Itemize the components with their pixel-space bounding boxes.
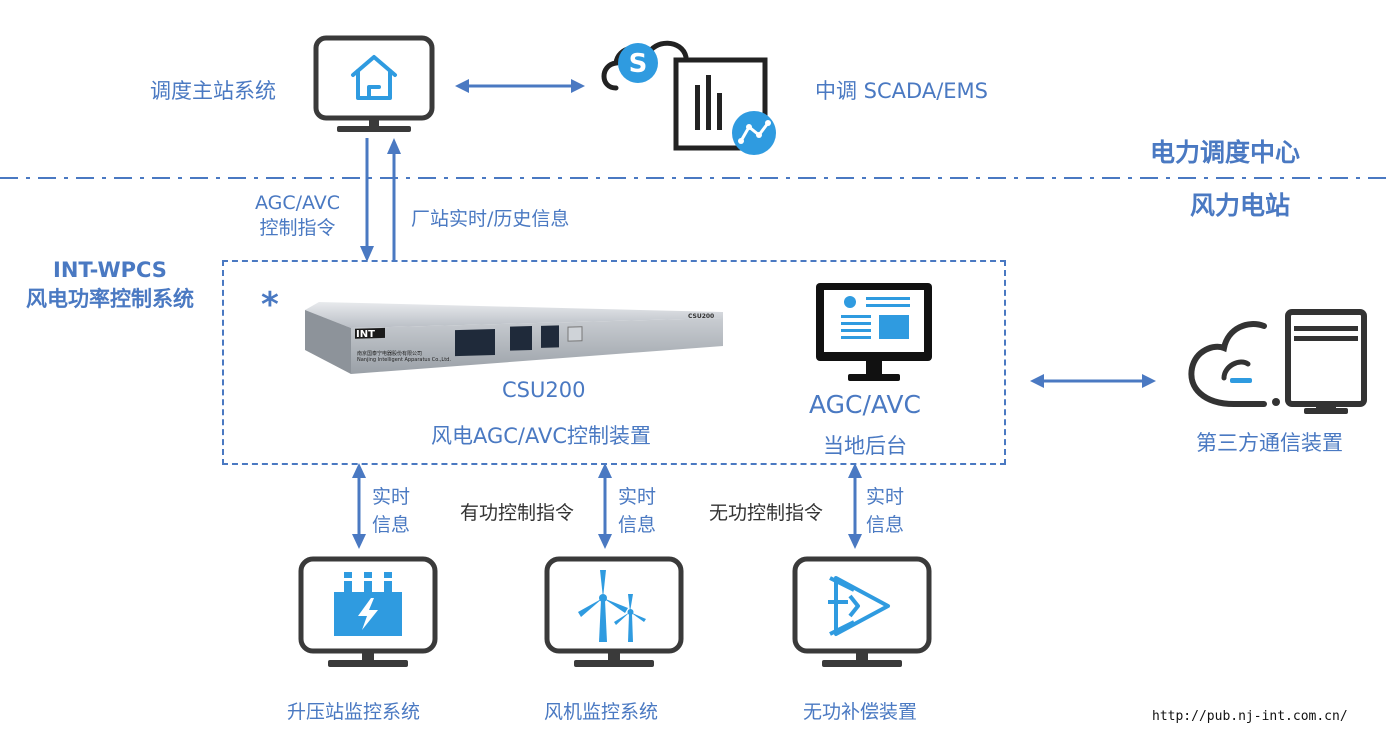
substation-label: 升压站监控系统 [287, 701, 421, 723]
transformer-icon [334, 572, 402, 636]
home-icon [351, 55, 397, 100]
local-backend-monitor [816, 283, 932, 381]
csu200-device-image [305, 302, 723, 374]
turbine-monitor [544, 556, 684, 667]
asterisk-mark: * [261, 285, 279, 325]
substation-arrow [352, 463, 366, 549]
scada-label: 中调 SCADA/EMS [815, 79, 988, 103]
scada-icon: S [601, 40, 776, 155]
footer-url[interactable]: http://pub.nj-int.com.cn/ [1152, 709, 1348, 724]
compensation-label: 无功补偿装置 [803, 701, 918, 723]
third-party-device-icon [1188, 309, 1367, 414]
substation-realtime-label: 实时 信息 [372, 483, 410, 539]
substation-monitor [298, 556, 438, 667]
turbine-arrow [598, 463, 612, 549]
system-title: INT-WPCS 风电功率控制系统 [5, 256, 215, 314]
turbine-realtime-label: 实时 信息 [618, 483, 656, 539]
third-party-double-arrow [1030, 374, 1156, 388]
compensation-icon [828, 576, 890, 636]
system-title-line2: 风电功率控制系统 [26, 287, 194, 311]
substation-realtime-line2: 信息 [372, 514, 411, 536]
substation-realtime-line1: 实时 [372, 486, 411, 508]
wind-turbine-icon [578, 570, 646, 642]
agc-avc-command-label: AGC/AVC 控制指令 [245, 191, 350, 241]
svg-text:S: S [629, 49, 648, 79]
dispatch-master-monitor [313, 35, 435, 132]
device-company-cn: 南京国泰宁电器股份有限公司 [357, 351, 423, 357]
csu200-description: 风电AGC/AVC控制装置 [431, 424, 652, 448]
master-down-up-arrows [360, 138, 401, 262]
backend-name-line1: AGC/AVC [809, 390, 921, 419]
wind-station-title: 风力电站 [1190, 191, 1291, 220]
compensation-monitor [792, 556, 932, 667]
active-command-label: 有功控制指令 [460, 502, 575, 524]
device-model-tag: CSU200 [688, 313, 715, 320]
system-boundary-box [222, 260, 1006, 465]
device-brand-text: INT [356, 329, 375, 340]
plant-info-label: 厂站实时/历史信息 [411, 208, 570, 230]
agc-avc-command-line1: AGC/AVC [254, 192, 341, 214]
turbine-realtime-line2: 信息 [618, 514, 657, 536]
system-title-line1: INT-WPCS [53, 258, 167, 282]
turbine-realtime-line1: 实时 [618, 486, 657, 508]
compensation-realtime-label: 实时 信息 [866, 483, 904, 539]
third-party-label: 第三方通信装置 [1196, 431, 1343, 455]
agc-avc-command-line2: 控制指令 [259, 217, 336, 239]
compensation-realtime-line1: 实时 [866, 486, 905, 508]
reactive-command-label: 无功控制指令 [709, 502, 824, 524]
dispatch-master-label: 调度主站系统 [150, 79, 276, 103]
csu200-name: CSU200 [502, 378, 586, 402]
device-company-en: Nanjing Intelligent Apparatus Co.,Ltd. [357, 357, 451, 363]
compensation-arrow [848, 463, 862, 549]
turbine-label: 风机监控系统 [544, 701, 659, 723]
zone-separator-line [0, 177, 1391, 179]
backend-name-line2: 当地后台 [823, 434, 907, 458]
dispatch-center-title: 电力调度中心 [1150, 138, 1301, 167]
top-double-arrow [455, 79, 585, 93]
compensation-realtime-line2: 信息 [866, 514, 905, 536]
